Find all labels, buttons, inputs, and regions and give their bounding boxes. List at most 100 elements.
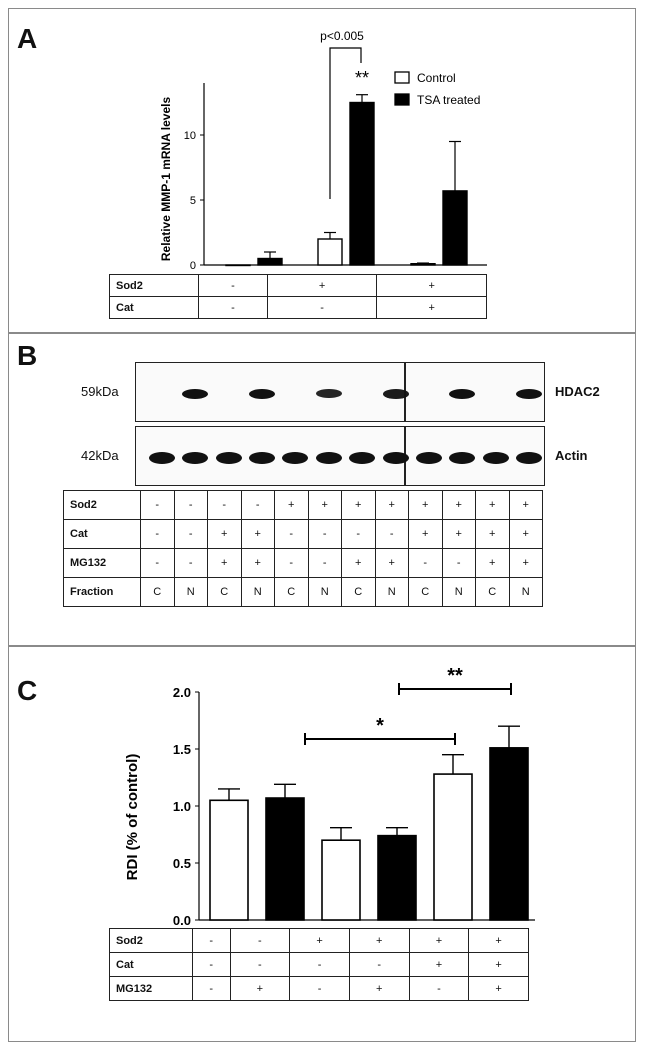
y-axis-label-a: Relative MMP-1 mRNA levels: [159, 97, 173, 262]
table-row: MG132--++--++--++: [63, 548, 543, 578]
row-label: Sod2: [63, 490, 141, 520]
bracket-single-stars: *: [376, 715, 384, 737]
table-cell: +: [348, 928, 410, 953]
table-cell: +: [266, 274, 378, 297]
table-cell: -: [348, 952, 410, 977]
table-cell: C: [140, 577, 175, 607]
legend-swatch-1: [394, 93, 410, 106]
bar-c-0: [209, 799, 249, 921]
table-cell: C: [475, 577, 510, 607]
table-cell: N: [374, 577, 409, 607]
table-cell: +: [408, 490, 443, 520]
table-cell: -: [307, 548, 342, 578]
table-cell: -: [229, 952, 291, 977]
table-a: Sod2-++Cat--+: [109, 274, 487, 319]
table-cell: +: [468, 952, 529, 977]
table-row: Sod2----++++++++: [63, 490, 543, 520]
table-row: Sod2-++: [109, 274, 487, 297]
row-label: Sod2: [109, 928, 193, 953]
table-cell: +: [475, 519, 510, 549]
significance-bracket-a: [329, 47, 362, 199]
table-row: Sod2--++++: [109, 928, 529, 953]
legend-label-0: Control: [417, 71, 456, 85]
table-cell: +: [374, 548, 409, 578]
table-cell: -: [408, 548, 443, 578]
hdac2-band: [449, 389, 476, 399]
panel-b: B 59kDa 42kDa HDAC2 Actin Sod2----++++++…: [8, 333, 636, 646]
table-cell: +: [240, 519, 275, 549]
actin-band: [349, 452, 376, 464]
bar-a-0-1: [317, 238, 343, 266]
table-cell: +: [374, 490, 409, 520]
hdac2-band: [182, 389, 209, 399]
bar-c-5: [489, 747, 529, 921]
row-label: MG132: [63, 548, 141, 578]
actin-band: [182, 452, 209, 464]
row-label: Fraction: [63, 577, 141, 607]
table-cell: +: [508, 548, 543, 578]
table-cell: -: [289, 976, 350, 1001]
actin-band: [482, 452, 509, 464]
bar-c-1: [265, 797, 305, 921]
marker-59kda: 59kDa: [81, 384, 119, 399]
table-cell: -: [341, 519, 376, 549]
table-cell: -: [307, 519, 342, 549]
panel-c-letter: C: [17, 675, 38, 706]
table-cell: N: [307, 577, 342, 607]
protein-hdac2: HDAC2: [555, 384, 600, 399]
table-cell: -: [408, 976, 470, 1001]
table-cell: +: [376, 296, 487, 319]
table-cell: +: [240, 548, 275, 578]
y-axis-label-c: RDI (% of control): [124, 754, 141, 881]
actin-band: [148, 452, 175, 464]
protein-actin: Actin: [555, 448, 588, 463]
table-cell: +: [289, 928, 350, 953]
table-cell: C: [341, 577, 376, 607]
y-tick-label-a-2: 10: [184, 130, 196, 142]
table-row: Cat--++----++++: [63, 519, 543, 549]
table-row: MG132-+-+-+: [109, 976, 529, 1001]
table-cell: C: [274, 577, 309, 607]
actin-band: [215, 452, 242, 464]
bar-a-1-0: [257, 257, 283, 266]
table-cell: +: [376, 274, 487, 297]
row-label: Sod2: [109, 274, 199, 297]
hdac2-band: [382, 389, 409, 399]
table-cell: -: [274, 548, 309, 578]
table-row: Cat--+: [109, 296, 487, 319]
table-cell: -: [140, 548, 175, 578]
actin-band: [516, 452, 543, 464]
actin-band: [415, 452, 442, 464]
y-tick-label-c-4: 2.0: [173, 685, 191, 700]
table-cell: +: [468, 928, 529, 953]
table-cell: +: [207, 548, 242, 578]
table-cell: -: [140, 519, 175, 549]
bar-c-3: [377, 834, 417, 921]
table-cell: +: [508, 490, 543, 520]
table-cell: -: [173, 519, 208, 549]
bar-a-1-1: [349, 101, 375, 266]
table-cell: +: [408, 952, 470, 977]
table-cell: -: [207, 490, 242, 520]
hdac2-band: [248, 389, 275, 399]
table-cell: N: [173, 577, 208, 607]
row-label: MG132: [109, 976, 193, 1001]
table-cell: +: [408, 519, 443, 549]
table-cell: +: [207, 519, 242, 549]
table-cell: -: [266, 296, 378, 319]
table-cell: +: [408, 928, 470, 953]
table-cell: -: [192, 928, 231, 953]
table-cell: -: [289, 952, 350, 977]
table-cell: -: [198, 274, 268, 297]
table-cell: -: [173, 490, 208, 520]
table-cell: N: [441, 577, 476, 607]
table-cell: N: [508, 577, 543, 607]
table-cell: -: [173, 548, 208, 578]
table-cell: +: [475, 490, 510, 520]
table-cell: -: [441, 548, 476, 578]
table-cell: -: [192, 952, 231, 977]
actin-band: [282, 452, 309, 464]
